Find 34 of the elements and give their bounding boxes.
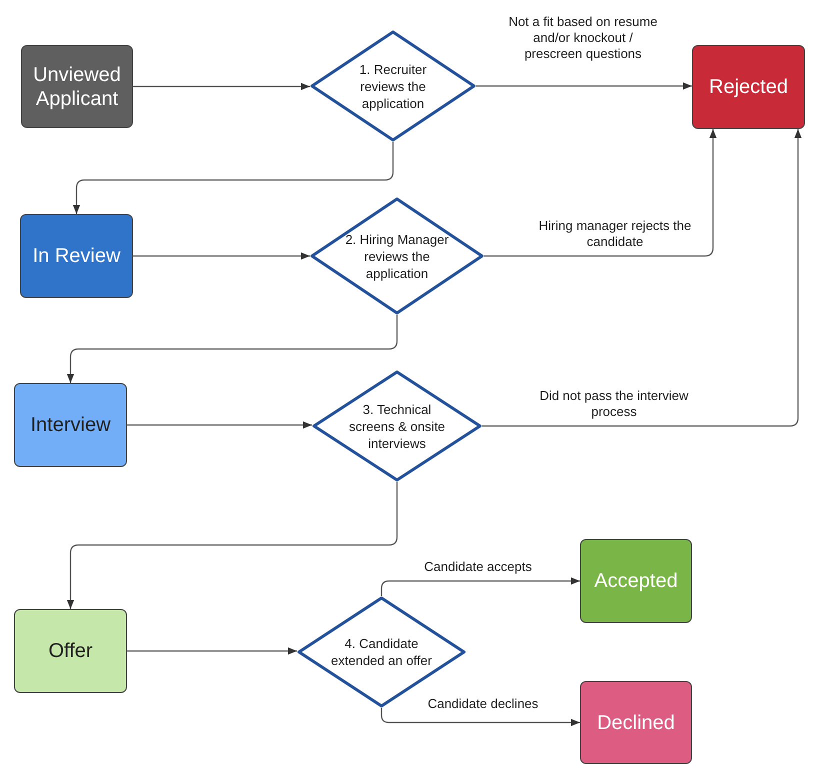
arrow — [380, 708, 580, 726]
decision-text: 1. Recruiter reviews the application — [358, 60, 428, 112]
arrow — [482, 129, 802, 427]
status-label: Interview — [30, 413, 111, 437]
status-label: In Review — [32, 244, 120, 268]
status-box — [692, 45, 805, 129]
arrow — [380, 577, 580, 596]
arrow — [133, 252, 310, 260]
decision-diamond — [312, 370, 482, 482]
status-label: Offer — [48, 639, 93, 663]
decision-text: 3. Technical screens & onsite interviews — [348, 400, 446, 452]
edge-label: Not a fit based on resume and/or knockout / prescreen questions — [508, 14, 658, 62]
status-label: Rejected — [709, 75, 788, 99]
arrow — [72, 142, 394, 214]
arrow — [484, 129, 717, 257]
arrow — [133, 82, 310, 90]
status-box — [20, 214, 133, 298]
arrow — [127, 647, 297, 655]
status-label: Accepted — [594, 569, 678, 593]
status-box — [14, 609, 127, 693]
decision-text: 4. Candidate extended an offer — [330, 635, 433, 669]
status-box — [21, 45, 133, 128]
arrow — [66, 315, 398, 383]
status-box — [580, 681, 692, 764]
decision-diamond — [310, 30, 476, 142]
decision-text: 2. Hiring Manager reviews the application — [344, 230, 450, 282]
status-label: Declined — [597, 710, 675, 734]
arrow — [476, 82, 692, 90]
arrow — [66, 482, 398, 609]
arrow — [127, 421, 312, 429]
status-label: Unviewed Applicant — [32, 62, 122, 110]
decision-diamond — [310, 197, 484, 315]
status-box — [580, 539, 692, 623]
status-box — [14, 383, 127, 467]
